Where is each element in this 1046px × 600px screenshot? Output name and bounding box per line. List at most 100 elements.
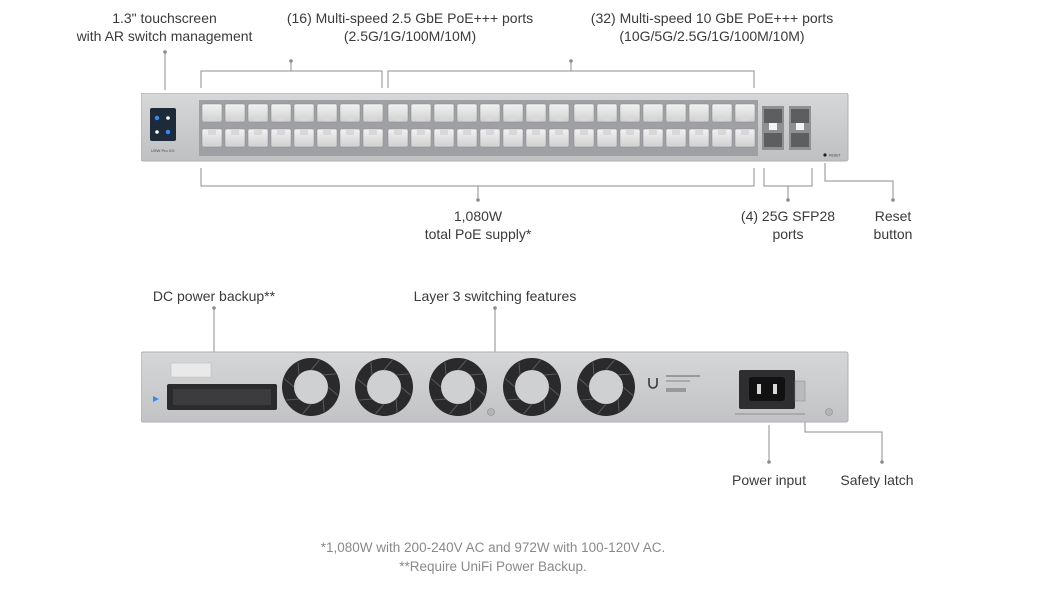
dc-power-backup-label: DC power backup** xyxy=(152,288,276,304)
rj45-port-latch xyxy=(555,116,563,121)
safety-latch-label: Safety latch xyxy=(840,472,914,488)
rj45-port[interactable] xyxy=(201,128,223,148)
rj45-port-latch xyxy=(254,116,262,121)
rj45-port[interactable] xyxy=(688,128,710,148)
rj45-port-latch xyxy=(580,116,588,121)
fan-blade xyxy=(449,403,459,415)
fan-blade xyxy=(359,398,373,401)
rj45-port[interactable] xyxy=(410,103,432,123)
rj45-port-latch xyxy=(346,130,354,135)
dc-power-connector[interactable] xyxy=(167,384,277,410)
rj45-port[interactable] xyxy=(224,103,246,123)
rj45-port-latch xyxy=(323,130,331,135)
poe-supply-label: 1,080W total PoE supply* xyxy=(398,207,558,243)
fan-blade xyxy=(302,403,312,415)
rj45-port[interactable] xyxy=(293,128,315,148)
rj45-port[interactable] xyxy=(224,128,246,148)
rj45-port-latch xyxy=(555,130,563,135)
rj45-port[interactable] xyxy=(201,103,223,123)
ports-2-5g-label-line1: (16) Multi-speed 2.5 GbE PoE+++ ports xyxy=(286,10,534,26)
safety-latch[interactable] xyxy=(794,380,806,402)
ports-10g-bracket xyxy=(387,70,755,88)
rj45-port[interactable] xyxy=(665,103,687,123)
ports-10g-label-line1: (32) Multi-speed 10 GbE PoE+++ ports xyxy=(590,10,834,26)
rj45-port-latch xyxy=(649,130,657,135)
rj45-port-latch xyxy=(440,116,448,121)
fan-blade xyxy=(504,378,516,388)
power-input-label: Power input xyxy=(732,472,806,488)
rj45-port[interactable] xyxy=(479,103,501,123)
rj45-port-latch xyxy=(231,116,239,121)
rj45-port[interactable] xyxy=(362,128,384,148)
rj45-port[interactable] xyxy=(433,103,455,123)
rj45-port[interactable] xyxy=(642,103,664,123)
rj45-port[interactable] xyxy=(596,128,618,148)
touchscreen-label-line2: with AR switch management xyxy=(76,28,253,44)
rj45-port[interactable] xyxy=(711,103,733,123)
reset-button[interactable] xyxy=(823,153,827,157)
rj45-port[interactable] xyxy=(387,128,409,148)
rj45-port[interactable] xyxy=(339,103,361,123)
fan-blade xyxy=(433,398,447,401)
rj45-port-latch xyxy=(486,130,494,135)
rj45-port[interactable] xyxy=(548,128,570,148)
sfp-ports-label: (4) 25G SFP28 ports xyxy=(728,207,848,243)
rj45-port[interactable] xyxy=(387,103,409,123)
fan-blade xyxy=(395,398,398,412)
rj45-port[interactable] xyxy=(711,128,733,148)
rj45-port[interactable] xyxy=(642,128,664,148)
rj45-port[interactable] xyxy=(525,128,547,148)
fan-blade xyxy=(622,386,634,396)
rj45-port[interactable] xyxy=(270,128,292,148)
rj45-port[interactable] xyxy=(502,128,524,148)
rj45-port-latch xyxy=(440,130,448,135)
fan-blade xyxy=(375,403,385,415)
fan-blade xyxy=(395,373,409,376)
rj45-port[interactable] xyxy=(619,128,641,148)
fan-hub xyxy=(294,370,328,404)
fan-blade xyxy=(531,359,541,371)
footnote-2: **Require UniFi Power Backup. xyxy=(399,559,587,574)
fan-blade xyxy=(507,398,521,401)
rj45-port[interactable] xyxy=(339,128,361,148)
rj45-port[interactable] xyxy=(456,128,478,148)
rj45-port[interactable] xyxy=(433,128,455,148)
rj45-port[interactable] xyxy=(619,103,641,123)
reset-button-label-line2: button xyxy=(873,226,913,242)
fan-blade xyxy=(548,386,560,396)
rj45-port[interactable] xyxy=(573,128,595,148)
rj45-port-latch xyxy=(626,116,634,121)
rj45-port[interactable] xyxy=(316,128,338,148)
rj45-port[interactable] xyxy=(410,128,432,148)
rj45-port-latch xyxy=(300,130,308,135)
rj45-port[interactable] xyxy=(596,103,618,123)
touchscreen-display[interactable] xyxy=(150,108,176,141)
rj45-port[interactable] xyxy=(502,103,524,123)
rj45-port-latch xyxy=(603,116,611,121)
rj45-port[interactable] xyxy=(688,103,710,123)
fan-blade xyxy=(543,373,557,376)
rj45-port[interactable] xyxy=(247,128,269,148)
ac-power-inlet[interactable] xyxy=(739,370,795,409)
rj45-port-latch xyxy=(208,130,216,135)
rj45-port[interactable] xyxy=(479,128,501,148)
rj45-port[interactable] xyxy=(734,128,756,148)
rj45-port[interactable] xyxy=(573,103,595,123)
fan-blade xyxy=(356,378,368,388)
rj45-port[interactable] xyxy=(525,103,547,123)
rj45-port[interactable] xyxy=(665,128,687,148)
rj45-port[interactable] xyxy=(548,103,570,123)
rj45-port[interactable] xyxy=(456,103,478,123)
rj45-port[interactable] xyxy=(293,103,315,123)
rj45-port-latch xyxy=(532,116,540,121)
rj45-port-latch xyxy=(346,116,354,121)
rj45-port-latch xyxy=(603,130,611,135)
rj45-port[interactable] xyxy=(362,103,384,123)
rj45-port[interactable] xyxy=(316,103,338,123)
rj45-port[interactable] xyxy=(247,103,269,123)
rj45-port-latch xyxy=(277,130,285,135)
ports-10g-label: (32) Multi-speed 10 GbE PoE+++ ports (10… xyxy=(567,9,857,45)
rj45-port[interactable] xyxy=(734,103,756,123)
rj45-port[interactable] xyxy=(270,103,292,123)
fan-blade xyxy=(327,386,339,396)
